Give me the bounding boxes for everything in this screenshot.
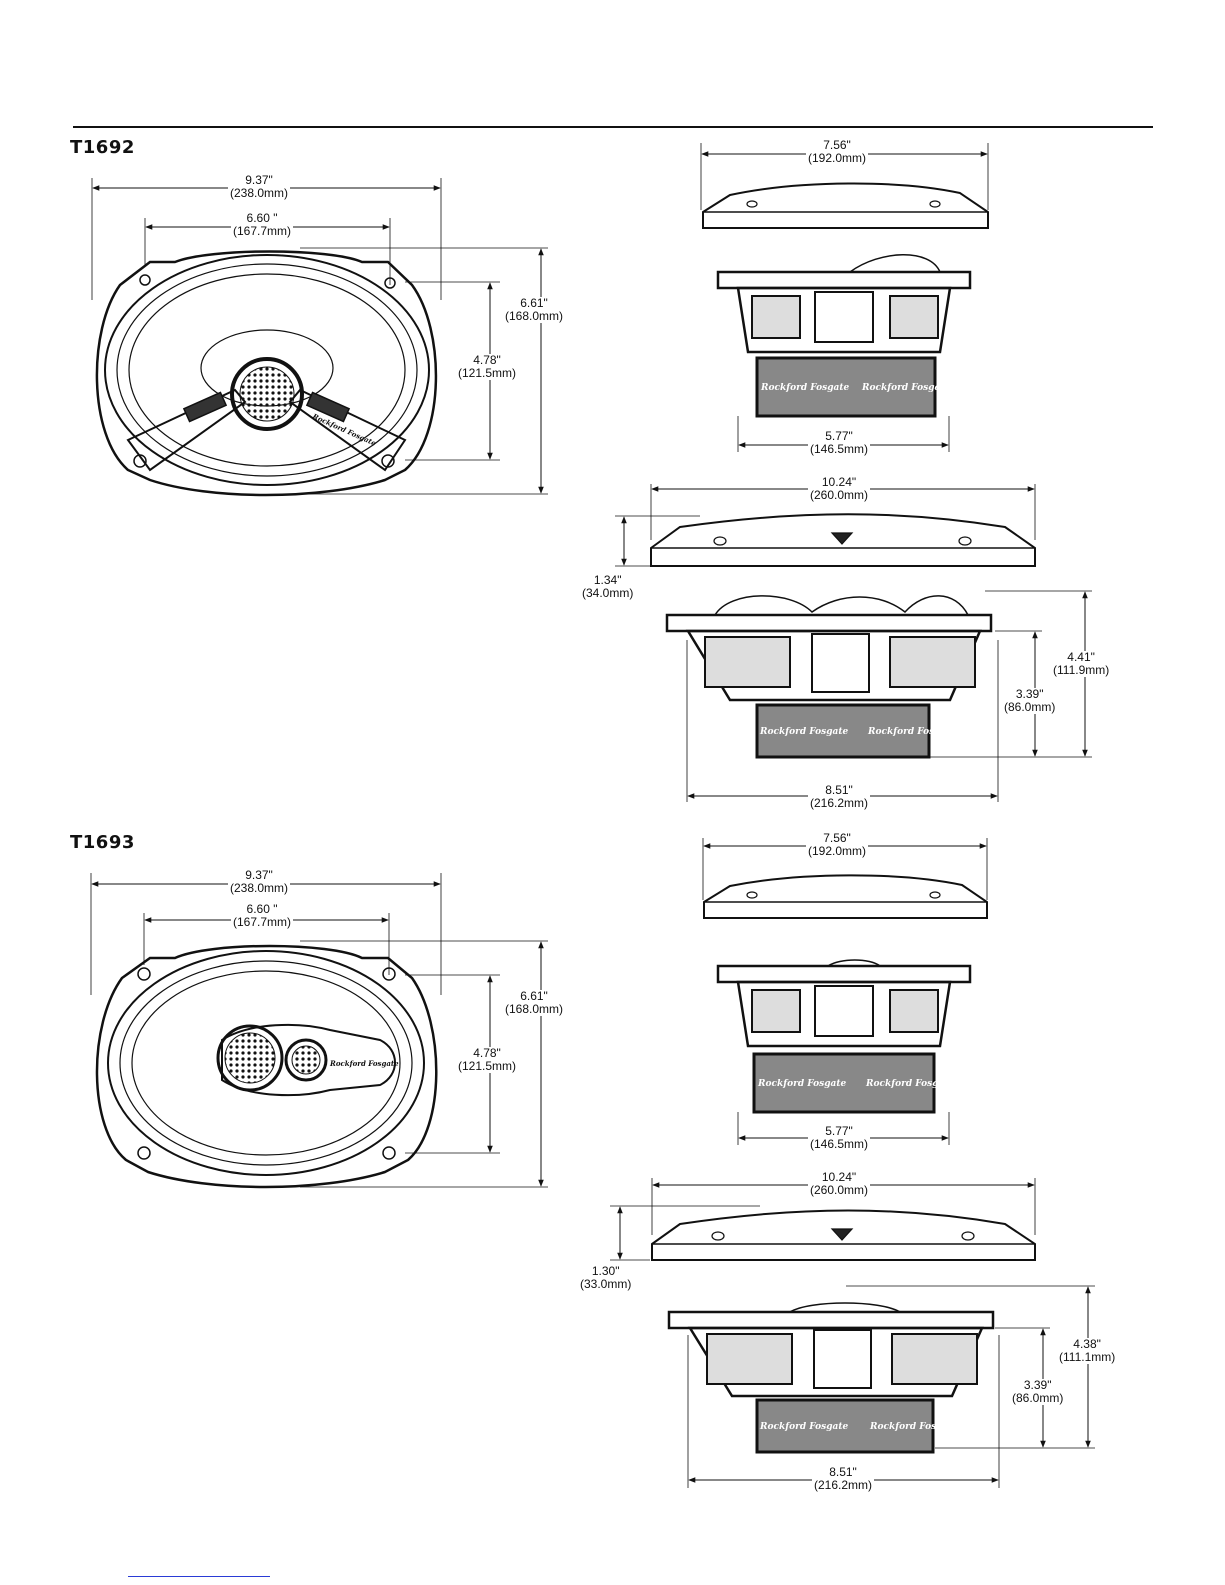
t1693-total-depth-label: 4.38"(111.1mm)	[1057, 1337, 1118, 1364]
t1692-short-side-grille	[700, 143, 989, 229]
t1693-long-grille-width-label: 10.24"(260.0mm)	[808, 1170, 871, 1197]
t1692-front-hole-width-label: 6.60 "(167.7mm)	[231, 211, 294, 238]
t1693-long-basket-width-label: 8.51"(216.2mm)	[812, 1465, 875, 1492]
header-rule	[73, 126, 1153, 128]
t1693-front-height-label: 6.61"(168.0mm)	[503, 989, 566, 1016]
logo-t1693-long-left: Rockford Fosgate	[759, 1422, 848, 1432]
t1693-short-basket-width-label: 5.77"(146.5mm)	[808, 1124, 871, 1151]
t1692-grille-height-label: 1.34"(34.0mm)	[580, 573, 636, 600]
t1693-short-grille-width-label: 7.56"(192.0mm)	[806, 831, 869, 858]
model-title-t1693: T1693	[70, 832, 135, 853]
t1692-long-side-basket	[665, 590, 1092, 802]
logo-t1693-short-left: Rockford Fosgate	[757, 1079, 846, 1089]
logo-t1692-short-right: Rockford Fosgate	[861, 383, 950, 393]
t1692-front-height-label: 6.61"(168.0mm)	[503, 296, 566, 323]
t1692-total-depth-label: 4.41"(111.9mm)	[1051, 650, 1112, 677]
t1693-front-width-label: 9.37"(238.0mm)	[228, 868, 291, 895]
t1692-long-grille-width-label: 10.24"(260.0mm)	[808, 475, 871, 502]
t1693-long-side-basket	[667, 1285, 1095, 1488]
t1692-front-width-label: 9.37"(238.0mm)	[228, 173, 291, 200]
t1693-short-side-basket	[716, 959, 972, 1145]
t1692-long-basket-width-label: 8.51"(216.2mm)	[808, 783, 871, 810]
logo-t1693-front: Rockford Fosgate	[329, 1059, 399, 1068]
t1693-front-view	[90, 873, 548, 1189]
t1693-front-hole-height-label: 4.78"(121.5mm)	[456, 1046, 519, 1073]
t1692-short-grille-width-label: 7.56"(192.0mm)	[806, 138, 869, 165]
t1692-front-view	[91, 178, 548, 497]
t1692-short-basket-width-label: 5.77"(146.5mm)	[808, 429, 871, 456]
rockford-logos: Rockford Fosgate Rockford Fosgate Rockfo…	[757, 383, 958, 1432]
logo-t1692-short-left: Rockford Fosgate	[760, 383, 849, 393]
logo-t1692-long-left: Rockford Fosgate	[759, 727, 848, 737]
logo-t1692-long-right: Rockford Fosgate	[867, 727, 956, 737]
logo-t1693-short-right: Rockford Fosgate	[865, 1079, 954, 1089]
t1692-short-side-basket	[716, 254, 972, 452]
footer-link-underline[interactable]	[128, 1576, 270, 1577]
t1692-mount-depth-label: 3.39"(86.0mm)	[1002, 687, 1058, 714]
model-title-t1692: T1692	[70, 137, 135, 158]
logo-t1693-long-right: Rockford Fosgate	[869, 1422, 958, 1432]
t1692-front-hole-height-label: 4.78"(121.5mm)	[456, 353, 519, 380]
t1692-long-side-grille	[615, 484, 1036, 567]
t1693-front-hole-width-label: 6.60 "(167.7mm)	[231, 902, 294, 929]
t1693-grille-height-label: 1.30"(33.0mm)	[578, 1264, 634, 1291]
t1693-mount-depth-label: 3.39"(86.0mm)	[1010, 1378, 1066, 1405]
